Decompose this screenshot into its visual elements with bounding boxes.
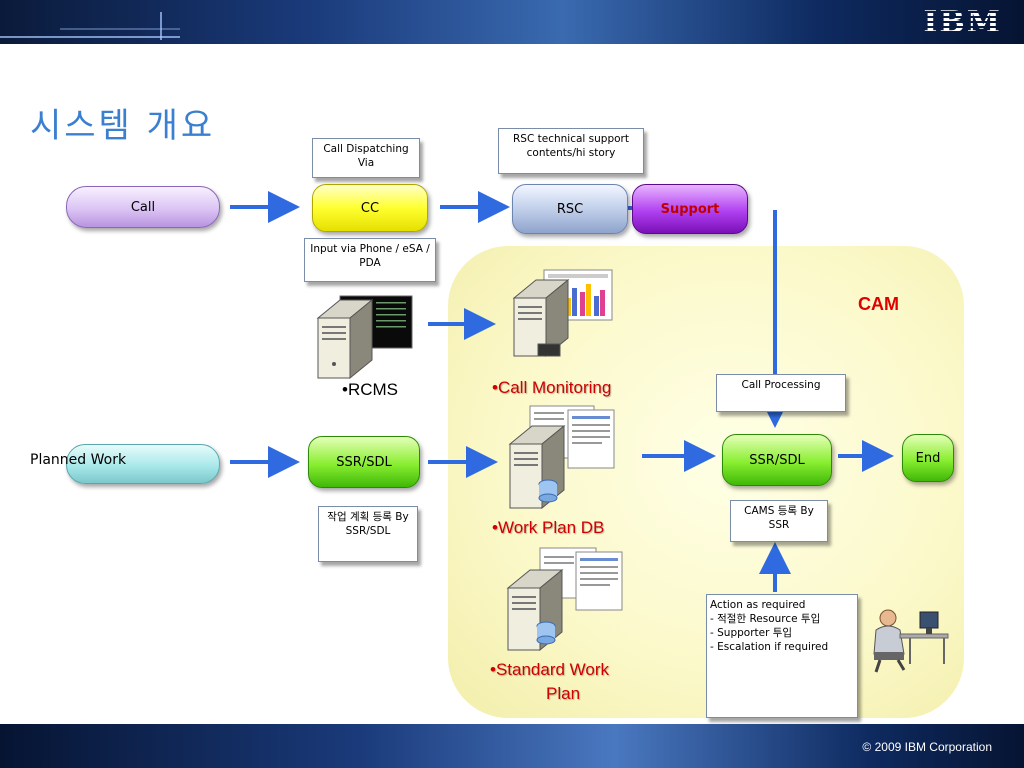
input-via-phone-box: Input via Phone / eSA / PDA	[304, 238, 436, 282]
header-streak	[0, 36, 180, 38]
cc-node[interactable]: CC	[312, 184, 428, 232]
cams-registration-box: CAMS 등록 By SSR	[730, 500, 828, 542]
header-streak	[60, 28, 180, 30]
standard-work-plan-caption-line1: •Standard Work	[490, 660, 610, 679]
ibm-logo: IBM	[923, 5, 1002, 40]
page-title: 시스템 개요	[30, 106, 216, 146]
work-plan-db-caption: •Work Plan DB	[492, 518, 605, 537]
footer-banner: © 2009 IBM Corporation	[0, 724, 1024, 768]
call-processing-box: Call Processing	[716, 374, 846, 412]
planned-work-node[interactable]	[66, 444, 220, 484]
end-node[interactable]: End	[902, 434, 954, 482]
rcms-server-icon	[316, 298, 374, 380]
ssr-sdl-node-left[interactable]: SSR/SDL	[308, 436, 420, 488]
work-plan-registration-box: 작업 계획 등록 By SSR/SDL	[318, 506, 418, 562]
ssr-sdl-node-right[interactable]: SSR/SDL	[722, 434, 832, 486]
support-node[interactable]: Support	[632, 184, 748, 234]
rcms-caption: •RCMS	[342, 380, 399, 399]
standard-work-plan-caption-line2: Plan	[546, 684, 581, 703]
header-banner: IBM	[0, 0, 1024, 44]
cam-label: CAM	[858, 294, 899, 314]
rsc-support-box: RSC technical support contents/hi story	[498, 128, 644, 174]
call-dispatching-box: Call Dispatching Via	[312, 138, 420, 178]
call-monitoring-caption: •Call Monitoring	[492, 378, 612, 397]
planned-work-label: Planned Work	[30, 452, 127, 468]
action-required-box: Action as required - 적절한 Resource 투입 - S…	[706, 594, 858, 718]
rcms-screen-thumbnail	[339, 295, 413, 349]
header-divider	[160, 12, 162, 40]
call-node[interactable]: Call	[66, 186, 220, 228]
copyright-text: © 2009 IBM Corporation	[862, 740, 992, 754]
rsc-node[interactable]: RSC	[512, 184, 628, 234]
